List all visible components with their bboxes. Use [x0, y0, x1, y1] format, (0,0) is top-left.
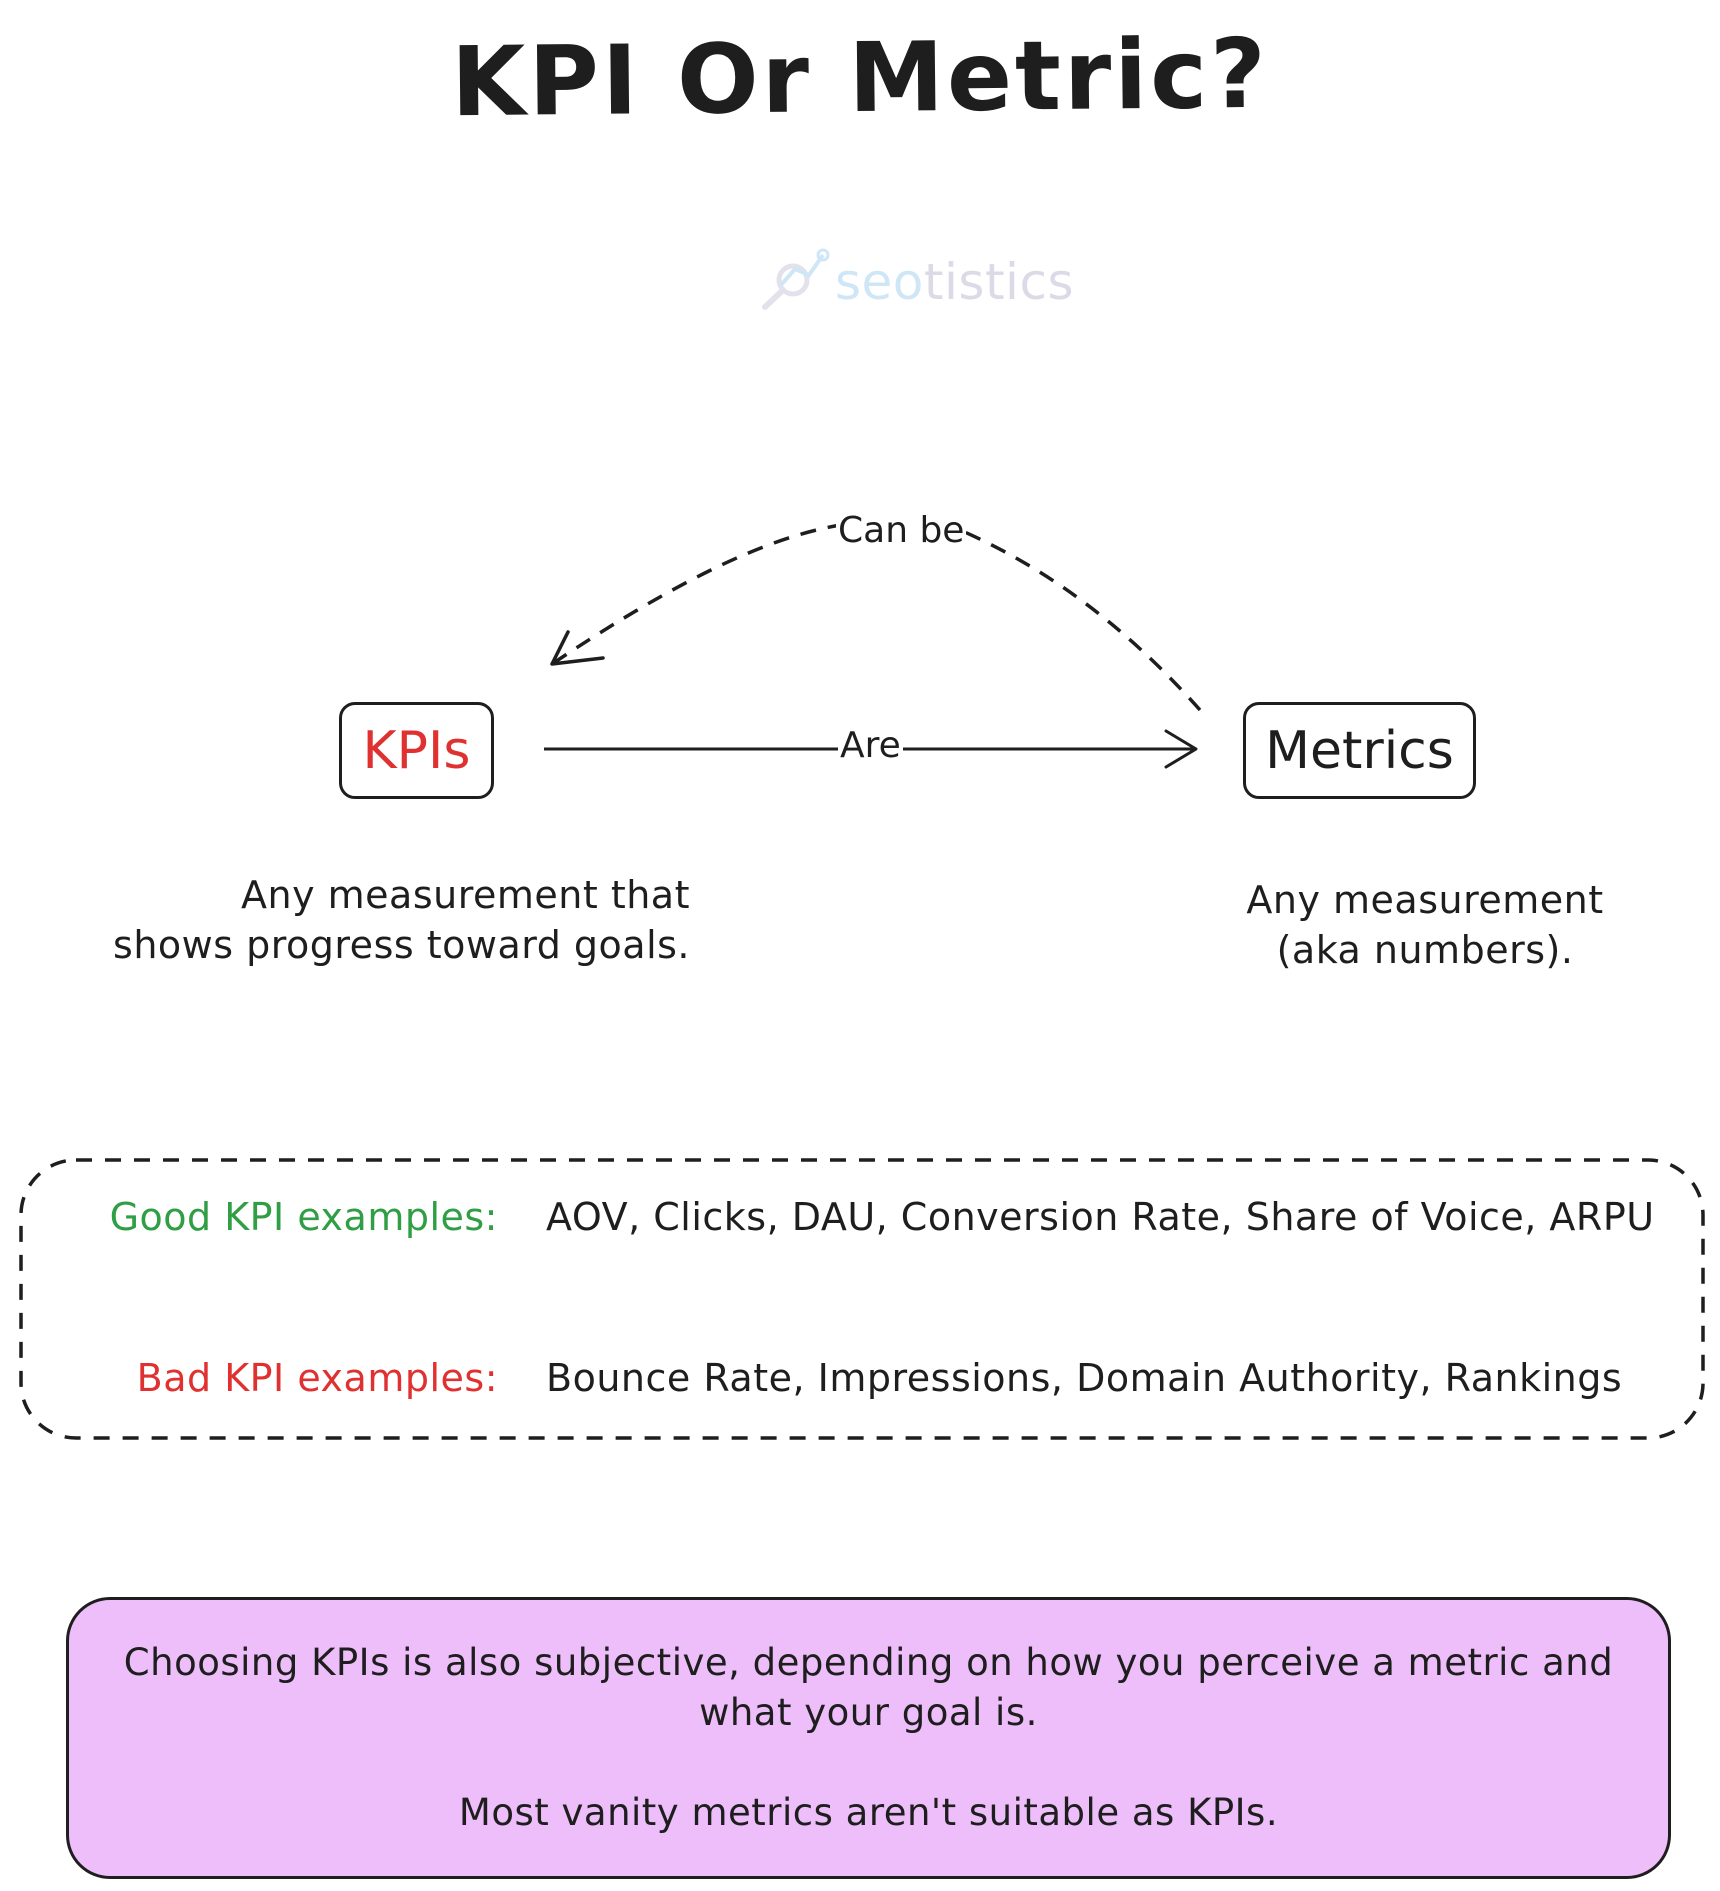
note-text: Choosing KPIs is also subjective, depend…: [124, 1638, 1613, 1838]
note-box: Choosing KPIs is also subjective, depend…: [66, 1597, 1671, 1879]
bad-examples-label: Bad KPI examples:: [136, 1356, 498, 1400]
node-metrics-label: Metrics: [1265, 720, 1454, 781]
good-examples-label: Good KPI examples:: [109, 1195, 498, 1239]
edge-label-can-be: Can be: [836, 510, 967, 551]
seotistics-logo: seotistics: [755, 245, 1075, 315]
note-line-3: Most vanity metrics aren't suitable as K…: [458, 1791, 1279, 1834]
node-kpis-label: KPIs: [362, 720, 471, 781]
bad-examples-values: Bounce Rate, Impressions, Domain Authori…: [546, 1356, 1623, 1400]
examples-frame: [19, 1158, 1705, 1440]
metrics-description: Any measurement (aka numbers).: [1246, 878, 1604, 972]
magnifier-chart-icon: [762, 248, 830, 310]
node-metrics: Metrics: [1243, 702, 1476, 799]
note-line-2: what your goal is.: [699, 1691, 1038, 1734]
edge-label-are: Are: [838, 725, 903, 766]
can-be-arrow-head: [550, 630, 605, 666]
note-spacer: [124, 1738, 1613, 1788]
logo-word-part2: tistics: [923, 253, 1074, 311]
are-arrow-head: [1164, 729, 1198, 769]
logo-word-part1: seo: [835, 253, 924, 311]
good-examples-values: AOV, Clicks, DAU, Conversion Rate, Share…: [546, 1195, 1655, 1239]
note-line-1: Choosing KPIs is also subjective, depend…: [123, 1641, 1614, 1684]
node-kpis: KPIs: [339, 702, 494, 799]
kpis-description: Any measurement that shows progress towa…: [113, 873, 690, 967]
logo-wordmark: seotistics: [835, 253, 1074, 311]
